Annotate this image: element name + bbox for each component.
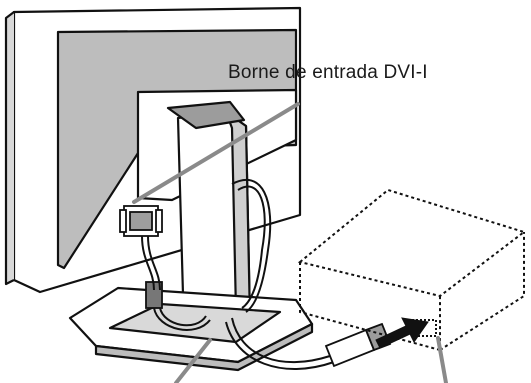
connector-shell: [129, 211, 153, 231]
insert-arrow: [375, 317, 429, 349]
dvi-plug-pc: [324, 322, 392, 368]
monitor: [4, 6, 302, 294]
cable-loop: [231, 178, 272, 313]
pc-side: [439, 232, 525, 351]
pc-top: [297, 188, 527, 298]
cable-to-stand: [153, 307, 211, 331]
plug-body: [324, 328, 376, 368]
connector-screw-right: [155, 209, 163, 233]
leader-lines: [132, 102, 448, 383]
cable-from-monitor: [141, 235, 161, 291]
dvi-connector-monitor: [119, 205, 163, 309]
cable-to-pc: [225, 317, 335, 370]
pc-front: [299, 262, 441, 352]
monitor-side-edge: [4, 11, 15, 286]
leader-pc-port: [436, 336, 448, 383]
cables: [141, 178, 335, 370]
arrow-shape: [375, 317, 429, 349]
stand-top-bracket: [166, 100, 246, 130]
pc-port: [411, 319, 437, 337]
leader-dvi-input: [132, 102, 300, 204]
pc-computer: [297, 188, 527, 352]
leader-cable-bottom: [174, 338, 212, 383]
stand-base-front: [94, 322, 314, 372]
connector-screw-left: [119, 209, 127, 233]
callout-dvi-input-label: Borne de entrada DVI-I: [228, 62, 428, 83]
